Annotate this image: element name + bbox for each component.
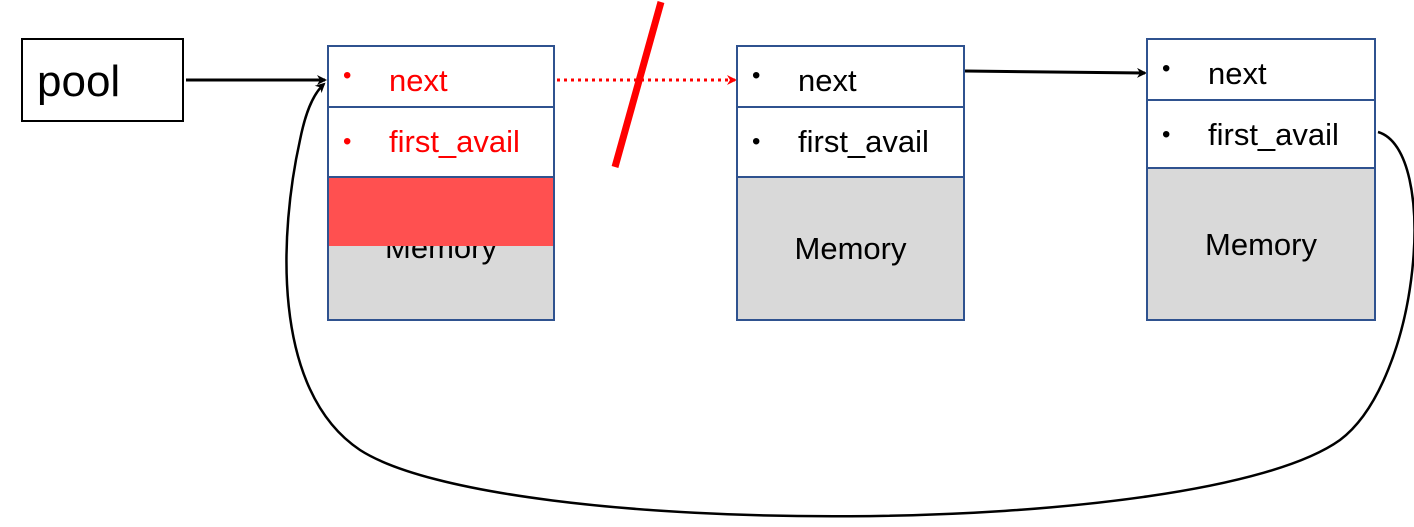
block3-next-label: next — [1208, 56, 1267, 91]
block3-memory-label: Memory — [1205, 227, 1317, 262]
pool-box: pool — [21, 38, 184, 122]
block1-next-label: next — [389, 63, 448, 98]
loop-back-arrow — [285, 82, 1414, 518]
bullet-icon: • — [752, 62, 761, 89]
block2-memory-label: Memory — [794, 231, 907, 266]
bullet-icon: • — [343, 62, 352, 89]
block2-next-label: next — [798, 63, 857, 98]
block2-next-row: • next — [738, 47, 963, 108]
block3-next-row: • next — [1148, 40, 1374, 101]
block3-memory: Memory — [1148, 169, 1374, 319]
bullet-icon: • — [752, 128, 761, 155]
block2-memory: Memory — [738, 178, 963, 319]
bullet-icon: • — [343, 128, 352, 155]
block2-to-block3-arrow — [964, 67, 1147, 78]
block1-first-avail-label: first_avail — [389, 124, 520, 159]
block1-allocated-overlay — [329, 178, 553, 246]
block2-first-avail-row: • first_avail — [738, 108, 963, 178]
block3-first-avail-label: first_avail — [1208, 117, 1339, 152]
block1-next-row: • next — [329, 47, 553, 108]
memory-block-2: • next • first_avail Memory — [736, 45, 965, 321]
block1-first-avail-row: • first_avail — [329, 108, 553, 178]
memory-block-3: • next • first_avail Memory — [1146, 38, 1376, 321]
broken-link-slash — [611, 1, 665, 168]
memory-block-1: • next • first_avail Memory — [327, 45, 555, 321]
pool-label: pool — [37, 57, 121, 106]
block2-first-avail-label: first_avail — [798, 124, 929, 159]
block3-first-avail-row: • first_avail — [1148, 101, 1374, 169]
bullet-icon: • — [1162, 55, 1171, 82]
bullet-icon: • — [1162, 121, 1171, 148]
